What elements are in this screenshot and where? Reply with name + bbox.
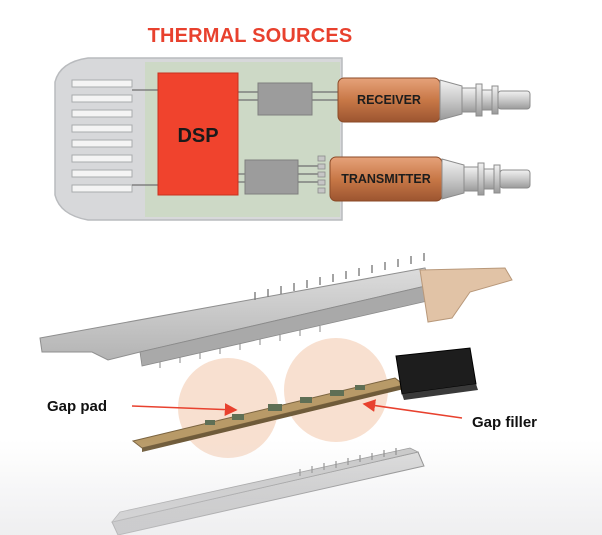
pin-header	[317, 155, 326, 194]
receiver-label: RECEIVER	[357, 93, 421, 107]
gap-filler-label: Gap filler	[472, 414, 537, 431]
gap-filler-arrow	[362, 399, 463, 419]
bottom-shell	[110, 447, 425, 535]
transmitter-component	[329, 156, 531, 202]
connector-housing	[395, 347, 478, 400]
dsp-label: DSP	[177, 125, 218, 147]
pull-tab	[419, 267, 513, 323]
exploded-module-view: Gap pad Gap filler	[39, 253, 537, 535]
receiver-component	[337, 77, 531, 123]
module-schematic: DSP RECEIVER	[54, 57, 531, 221]
edge-connector	[71, 79, 133, 193]
ic-chip-upper	[257, 82, 313, 116]
ic-chip-lower	[244, 159, 299, 195]
transmitter-label: TRANSMITTER	[341, 172, 431, 186]
gap-pad-arrow	[131, 403, 238, 416]
gap-pad-label: Gap pad	[47, 398, 107, 415]
dsp-chip	[157, 72, 239, 196]
thermal-sources-title: THERMAL SOURCES	[147, 25, 353, 47]
top-shell	[39, 253, 513, 368]
